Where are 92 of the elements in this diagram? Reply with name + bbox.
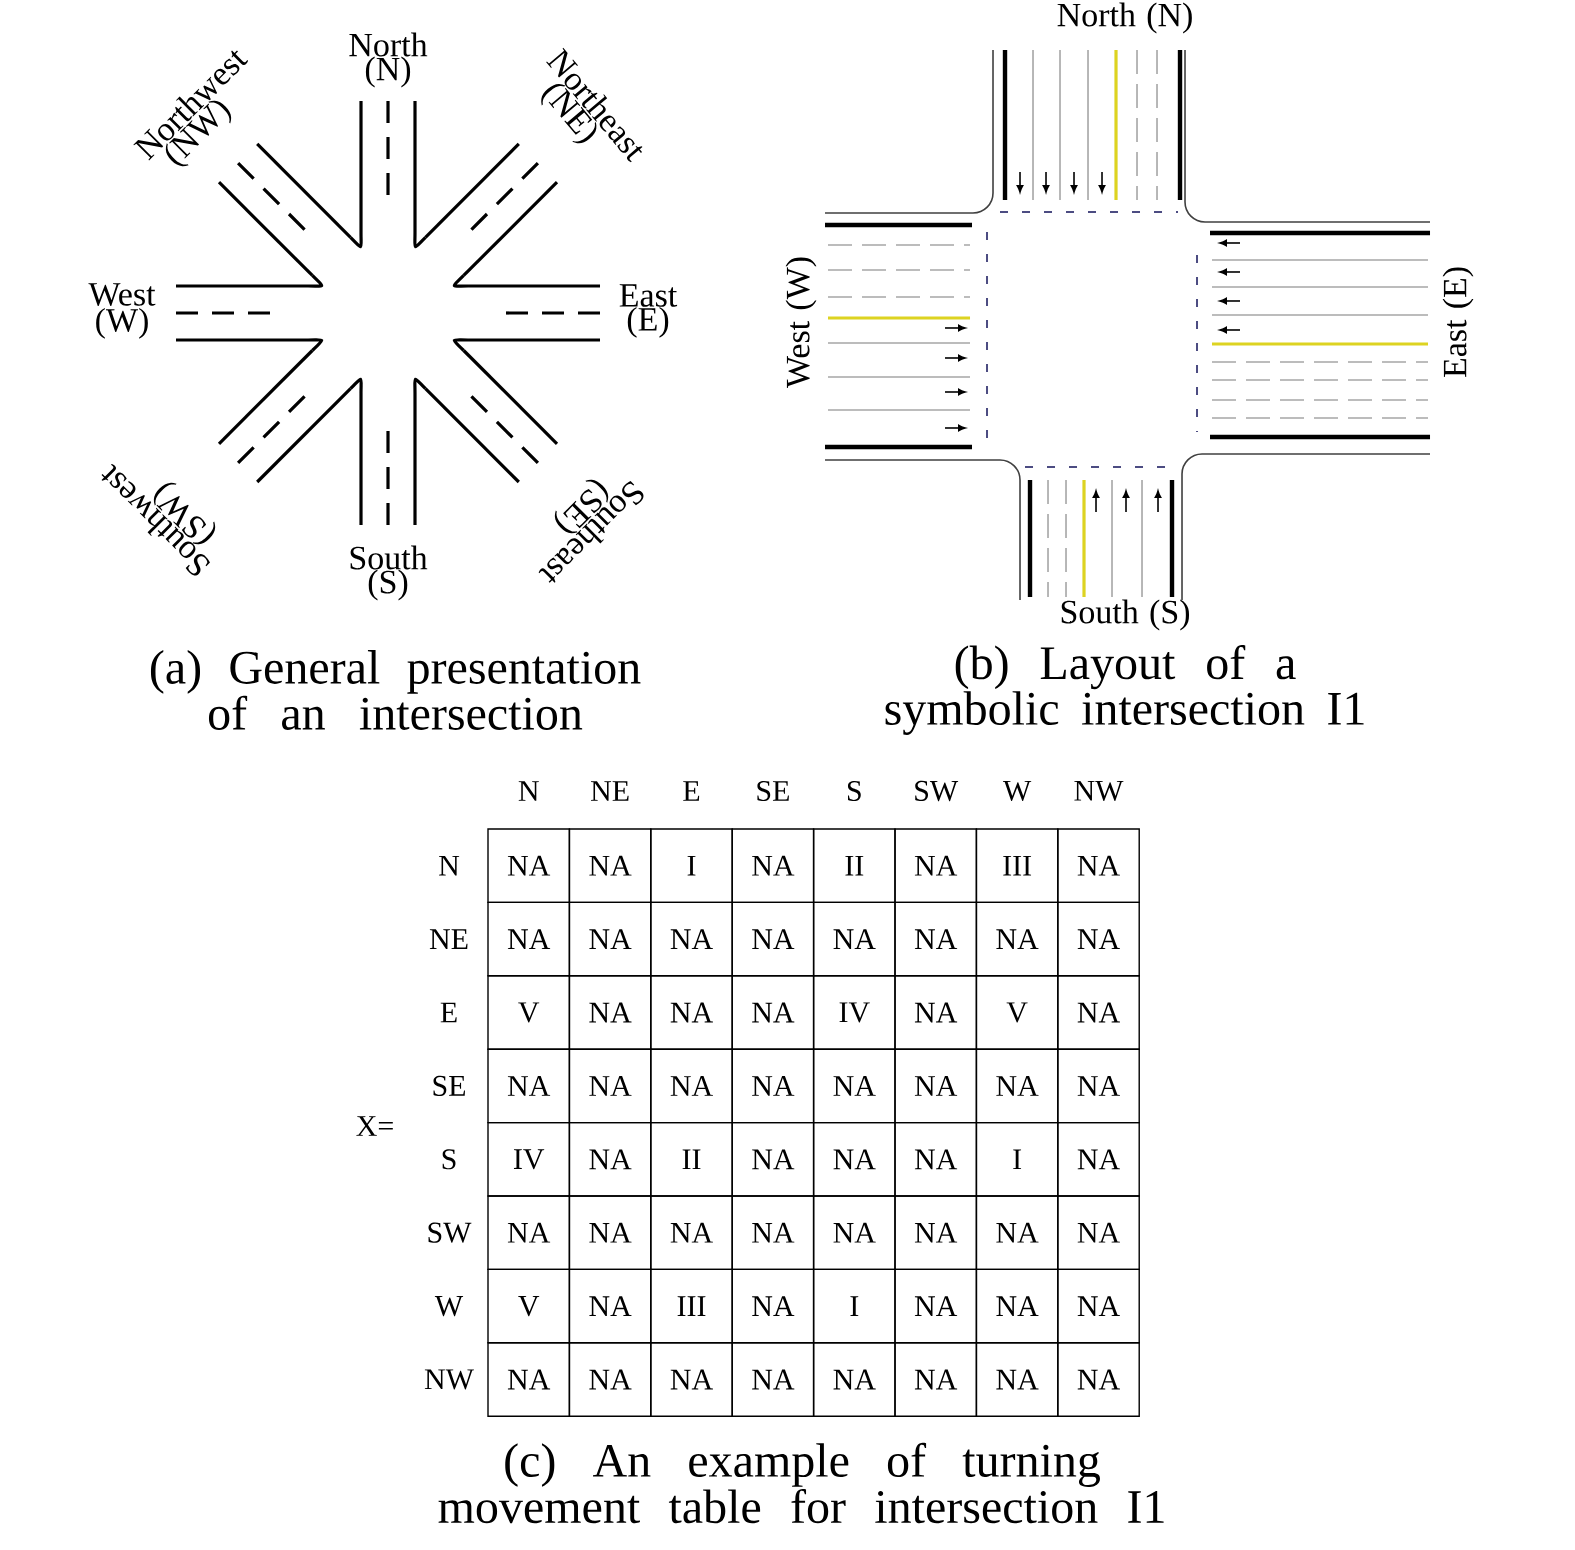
- table-cell: NA: [650, 1048, 733, 1124]
- road-label: West (W): [785, 257, 817, 388]
- table-cell: NA: [894, 828, 978, 904]
- table-cell: NA: [568, 828, 652, 904]
- table-cell: NA: [568, 1195, 652, 1271]
- table-cell: NA: [1057, 1268, 1140, 1344]
- column-header: SW: [915, 780, 959, 802]
- table-cell: NA: [650, 901, 733, 977]
- table-cell: NA: [1057, 901, 1140, 977]
- table-cell: NA: [812, 1048, 896, 1124]
- table-cell: NA: [568, 1121, 652, 1197]
- column-header: W: [1003, 780, 1032, 802]
- table-cell: NA: [487, 901, 571, 977]
- road-label: North (N): [1057, 2, 1192, 34]
- road-label: East (E): [1442, 267, 1474, 378]
- row-header: W: [434, 1296, 464, 1317]
- table-cell: V: [487, 975, 571, 1050]
- table-cell: V: [975, 975, 1059, 1050]
- row-header: E: [440, 1002, 457, 1023]
- figure-caption: (c) An example of turning movement table for intersection I1: [438, 1442, 1164, 1524]
- table-cell: NA: [975, 901, 1059, 977]
- table-cell: I: [650, 828, 733, 904]
- matrix-label: X=: [356, 1116, 393, 1136]
- table-cell: IV: [487, 1121, 571, 1197]
- table-cell: I: [812, 1268, 896, 1344]
- row-header: NE: [429, 929, 468, 949]
- figure-caption: (a) General presentation of an intersection: [150, 650, 641, 730]
- table-cell: NA: [975, 1342, 1059, 1417]
- table-cell: NA: [650, 1195, 733, 1271]
- table-cell: II: [650, 1121, 733, 1197]
- table-cell: II: [812, 828, 896, 904]
- column-header: E: [683, 781, 700, 801]
- road-label: East (E): [619, 284, 678, 338]
- table-cell: I: [975, 1121, 1059, 1197]
- row-header: SW: [428, 1222, 472, 1243]
- table-cell: NA: [1057, 1048, 1140, 1124]
- table-cell: III: [650, 1268, 733, 1344]
- table-cell: NA: [731, 828, 815, 904]
- road-label: South (S): [350, 545, 428, 601]
- column-header: S: [847, 780, 861, 802]
- table-cell: IV: [812, 975, 896, 1050]
- table-cell: NA: [894, 1048, 978, 1124]
- table-cell: NA: [487, 828, 571, 904]
- table-cell: NA: [568, 1268, 652, 1344]
- column-header: SE: [757, 780, 789, 802]
- table-cell: NA: [1057, 1121, 1140, 1197]
- table-cell: NA: [894, 1195, 978, 1271]
- table-cell: NA: [894, 1268, 978, 1344]
- table-cell: NA: [975, 1195, 1059, 1271]
- table-cell: NA: [731, 1195, 815, 1271]
- table-cell: NA: [1057, 828, 1140, 904]
- table-cell: NA: [650, 1342, 733, 1417]
- table-cell: NA: [812, 1195, 896, 1271]
- table-cell: NA: [731, 1268, 815, 1344]
- table-cell: NA: [975, 1268, 1059, 1344]
- row-header: N: [439, 855, 460, 876]
- table-cell: NA: [894, 901, 978, 977]
- table-cell: NA: [894, 975, 978, 1050]
- table-cell: NA: [487, 1195, 571, 1271]
- table-cell: NA: [731, 975, 815, 1050]
- table-cell: NA: [894, 1342, 978, 1417]
- table-cell: III: [975, 828, 1059, 904]
- table-cell: NA: [731, 901, 815, 977]
- table-cell: NA: [568, 1342, 652, 1417]
- figure-caption: (b) Layout of a symbolic intersection I1: [885, 645, 1364, 735]
- column-header: NE: [591, 781, 629, 801]
- table-cell: NA: [650, 975, 733, 1050]
- road-label: South (S): [1061, 599, 1190, 631]
- table-cell: NA: [812, 901, 896, 977]
- table-cell: NA: [894, 1121, 978, 1197]
- table-cell: NA: [731, 1048, 815, 1124]
- table-cell: NA: [812, 1342, 896, 1417]
- road-label: North (N): [349, 32, 428, 88]
- table-cell: NA: [1057, 975, 1140, 1050]
- table-cell: NA: [568, 975, 652, 1050]
- table-cell: NA: [731, 1121, 815, 1197]
- table-cell: NA: [812, 1121, 896, 1197]
- column-header: N: [518, 781, 539, 801]
- table-cell: NA: [568, 901, 652, 977]
- table-cell: NA: [731, 1342, 815, 1417]
- table-cell: NA: [487, 1342, 571, 1417]
- row-header: SE: [433, 1075, 465, 1096]
- table-cell: NA: [568, 1048, 652, 1124]
- table-cell: NA: [975, 1048, 1059, 1124]
- road-label: West (W): [88, 283, 156, 339]
- row-header: S: [442, 1149, 456, 1170]
- table-cell: NA: [487, 1048, 571, 1124]
- column-header: NW: [1074, 780, 1124, 802]
- table-cell: NA: [1057, 1195, 1140, 1271]
- table-cell: NA: [1057, 1342, 1140, 1417]
- row-header: NW: [424, 1369, 474, 1390]
- table-cell: V: [487, 1268, 571, 1344]
